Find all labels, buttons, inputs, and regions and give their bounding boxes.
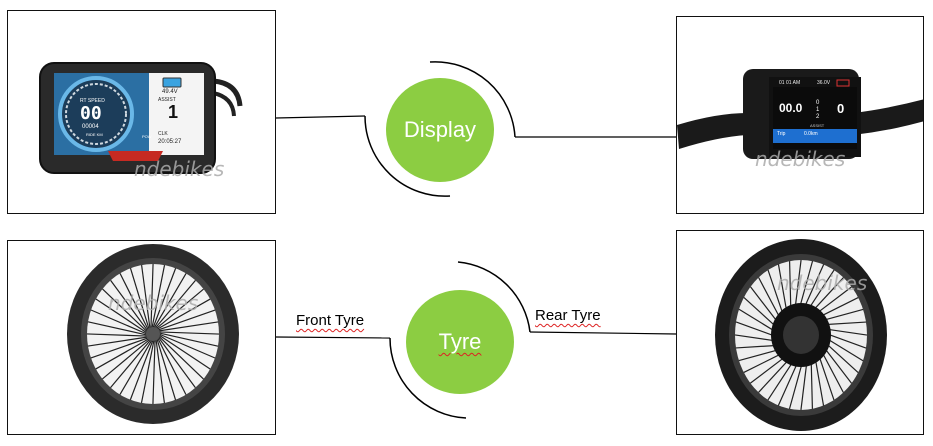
rear-tyre-label: Rear Tyre [535, 307, 601, 324]
tyre-arc-bottom [389, 337, 467, 419]
front-tyre-panel: ndebikes [7, 240, 276, 435]
tyre-line-right [529, 331, 677, 335]
spoke [156, 338, 177, 400]
spoke [158, 335, 204, 380]
rd-assist-level: 2 [816, 114, 820, 120]
spoke [129, 268, 150, 330]
display-circle: Display [386, 78, 494, 182]
spoke [158, 321, 219, 332]
rear-tyre-label-text: Rear Tyre [535, 307, 601, 324]
spoke [102, 288, 148, 333]
spoke [90, 309, 148, 335]
watermark-3: ndebikes [108, 291, 199, 315]
ld-pow-label: POW [142, 134, 152, 139]
spoke [158, 332, 219, 347]
spoke [87, 321, 148, 336]
ld-assist-value: 1 [168, 102, 179, 122]
rd-trip-label: Trip [777, 131, 786, 137]
ld-clock-label: CLK [158, 131, 168, 137]
rd-assist-levels: 0 1 2 [816, 100, 819, 121]
spoke [95, 298, 148, 334]
spoke [87, 336, 148, 347]
rd-voltage: 36.0V [817, 80, 831, 86]
rd-trip-value: 0.0km [804, 131, 818, 137]
ld-voltage: 49.4V [162, 89, 178, 95]
spoke [153, 273, 187, 329]
spoke [152, 339, 156, 405]
spoke [140, 339, 155, 404]
spoke [154, 280, 196, 329]
rd-assist-label: ASSIST [810, 123, 825, 128]
spoke [158, 331, 220, 335]
rd-assist-level: 0 [816, 100, 820, 106]
rear-tyre-panel: ndebikes [676, 230, 924, 435]
rd-speed-value: 00.0 [779, 101, 803, 115]
spoke [95, 338, 150, 370]
spoke [155, 339, 165, 404]
spoke [155, 288, 204, 330]
spoke [158, 333, 216, 359]
spoke [129, 339, 154, 400]
ld-odo-label: RIDE KM [86, 132, 103, 137]
display-arc-bottom [364, 115, 451, 197]
front-tyre-image [67, 244, 239, 424]
ld-speed-title: RT SPEED [80, 98, 105, 104]
display-left-panel: RT SPEED 00 00004 RIDE KM 49.4V ASSIST 1… [7, 10, 276, 214]
rd-assist-level: 1 [816, 107, 820, 113]
spoke [157, 337, 187, 395]
spoke [86, 333, 148, 337]
front-tyre-label-text: Front Tyre [296, 312, 365, 329]
rd-time: 01 01 AM [779, 80, 801, 86]
spoke [156, 298, 211, 330]
display-left-image [39, 62, 243, 174]
display-right-panel: 01 01 AM 36.0V 00.0 0 1 2 0 ASSIST Trip … [676, 16, 924, 214]
ld-odo: 00004 [82, 124, 99, 130]
watermark-2: ndebikes [755, 147, 846, 171]
rear-tyre-image [715, 239, 887, 431]
display-arc-top [429, 61, 516, 138]
spoke [119, 273, 149, 331]
spoke [110, 339, 152, 388]
spoke [110, 279, 149, 332]
watermark-4: ndebikes [777, 271, 868, 295]
front-tyre-label: Front Tyre [296, 312, 364, 329]
display-line-left [275, 115, 366, 119]
tyre-circle: Tyre [406, 290, 514, 394]
ld-clock-value: 20:05:27 [158, 139, 182, 145]
tyre-arc-top [457, 261, 531, 333]
spoke [152, 268, 177, 329]
spoke [151, 264, 166, 329]
spoke [150, 263, 154, 329]
rd-power-value: 0 [837, 101, 845, 116]
display-circle-label: Display [403, 117, 477, 142]
spoke [157, 309, 216, 331]
ld-speed-value: 00 [80, 103, 102, 124]
tyre-circle-label: Tyre [438, 329, 482, 354]
spoke [157, 336, 196, 389]
display-right-image [677, 69, 923, 159]
spoke [119, 339, 153, 395]
spoke [90, 337, 149, 359]
spoke [141, 264, 151, 329]
spoke [102, 338, 151, 380]
watermark-1: ndebikes [134, 157, 225, 181]
tyre-line-left [275, 336, 391, 339]
spoke [158, 334, 211, 370]
ld-assist-label: ASSIST [158, 97, 176, 103]
